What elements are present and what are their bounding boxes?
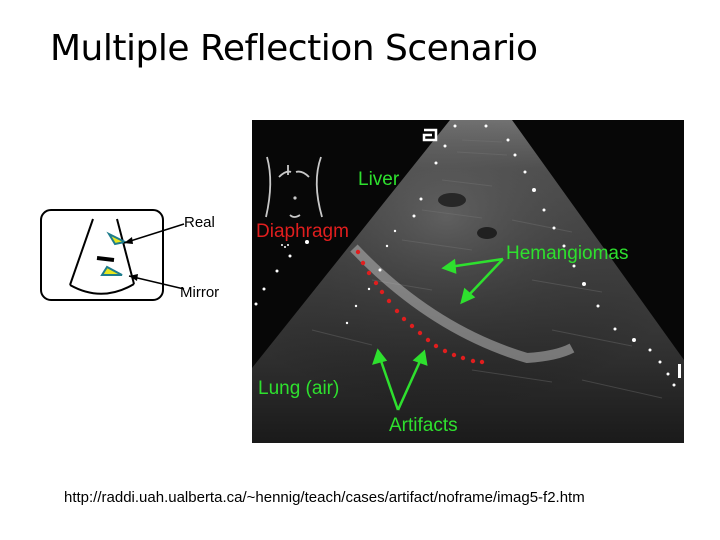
reflector-bar [96,256,115,262]
ultrasound-image: Liver Diaphragm Hemangiomas Lung (air) A… [252,120,684,443]
diaphragm-label: Diaphragm [256,221,349,242]
slide-title: Multiple Reflection Scenario [50,28,538,69]
diaphragm-band [350,244,575,364]
real-label: Real [184,214,215,231]
diagram-frame [40,209,164,301]
beam-right-edge [116,218,135,285]
beam-left-edge [69,218,94,286]
mirror-pointer-line [128,275,185,290]
lung-label: Lung (air) [258,378,340,399]
mirror-label: Mirror [180,284,220,301]
hemangioma-arrows [441,257,504,305]
mirror-triangle-icon [100,265,123,276]
reflection-diagram-graphic [40,209,185,301]
real-pointer-arrowhead [124,237,133,244]
body-position-icon [265,156,323,218]
real-triangle-icon [106,231,129,246]
ultrasound-graphic [252,120,684,443]
artifacts-label: Artifacts [389,415,458,436]
artifact-arrows [372,348,428,411]
mirror-pointer-arrowhead [129,274,138,281]
real-pointer-line [123,223,185,244]
diaphragm-dots [355,249,485,365]
source-citation: http://raddi.uah.ualberta.ca/~hennig/tea… [64,489,585,506]
liver-label: Liver [358,169,400,190]
hemangiomas-label: Hemangiomas [506,243,629,264]
reflection-diagram [38,205,238,305]
orientation-marker-icon [422,128,438,142]
depth-markers [254,124,681,387]
beam-arc [69,283,135,295]
